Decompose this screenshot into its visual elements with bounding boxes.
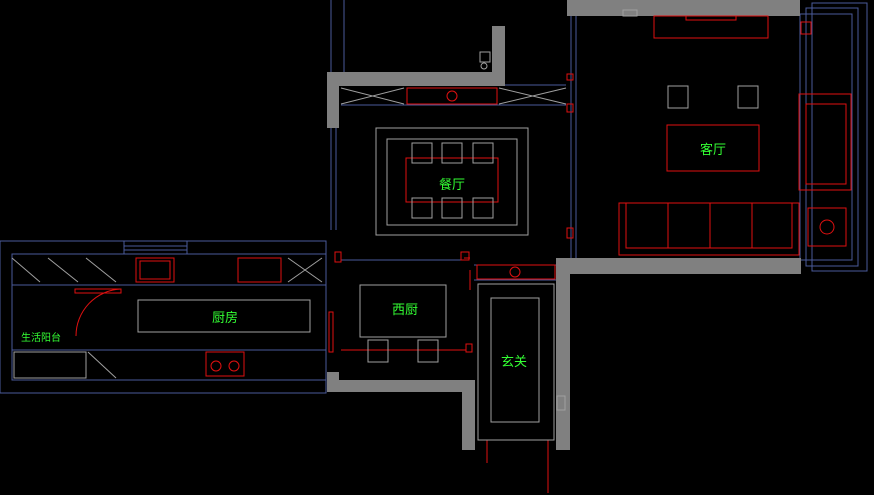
room-label-western-kitchen: 西厨: [392, 303, 419, 318]
walls: [327, 0, 801, 450]
room-label-kitchen: 厨房: [212, 311, 239, 326]
fixtures: [11, 9, 759, 441]
room-label-living: 客厅: [700, 143, 727, 158]
furniture: [74, 15, 852, 493]
room-label-balcony: 生活阳台: [21, 333, 61, 344]
outline-lines: [0, 0, 868, 394]
room-label-dining: 餐厅: [439, 178, 466, 193]
room-label-entry: 玄关: [501, 355, 528, 370]
